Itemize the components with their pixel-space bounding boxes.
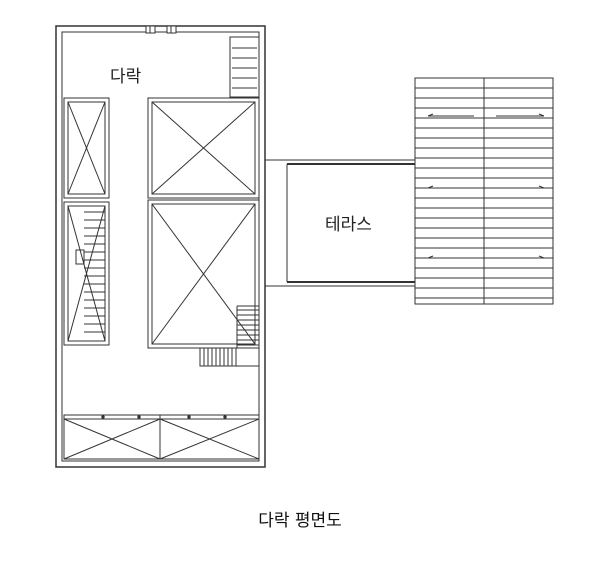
- plan-line: [538, 185, 545, 189]
- plan-line: [427, 185, 434, 189]
- storage-box: [229, 36, 260, 98]
- attic-room-label: 다락: [110, 67, 142, 87]
- small-stair: [199, 305, 260, 367]
- terrace-deck: [414, 77, 554, 305]
- left-stair: [63, 201, 110, 346]
- plan-line: [538, 113, 545, 117]
- plan-line: [538, 255, 545, 259]
- building-outline: [55, 25, 266, 468]
- plan-caption: 다락 평면도: [258, 511, 342, 531]
- terrace-room-label: 테라스: [325, 215, 372, 235]
- bottom-band: [63, 414, 260, 460]
- terrace-connector: [265, 159, 415, 287]
- plan-line: [427, 255, 434, 259]
- left-void-upper: [63, 97, 110, 199]
- mid-void-lower: [147, 199, 260, 349]
- plan-line: [427, 113, 434, 117]
- mid-void-upper: [147, 97, 260, 199]
- attic-floor-plan: 다락 테라스: [55, 25, 554, 468]
